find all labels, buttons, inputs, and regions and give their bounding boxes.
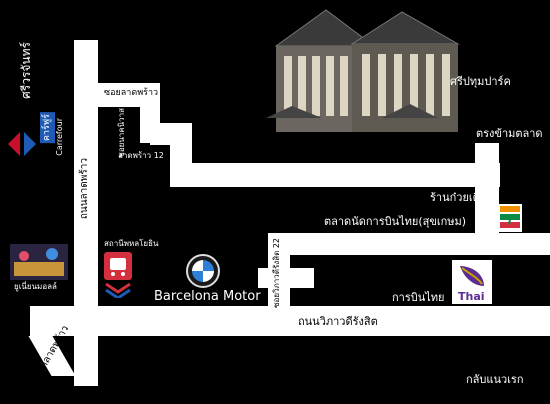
road-right-vertical xyxy=(475,143,499,243)
label-small: ลาดพร้าว 12 xyxy=(118,151,164,160)
road-middle-long xyxy=(268,233,550,255)
label-back-note: กลับแนวเรก xyxy=(466,373,524,386)
label-restaurant: ร้านก๋วยเตี๋ยว xyxy=(430,191,493,204)
thai-airways-logo-icon xyxy=(452,260,492,304)
label-thai-airways: การบินไทย xyxy=(392,291,445,304)
building-icon xyxy=(266,9,460,132)
label-sripat: ศรีปทุมปาร์ค xyxy=(450,75,511,88)
road-vibhavadi xyxy=(30,306,550,336)
union-mall-icon xyxy=(10,244,68,280)
label-vibhavadi-road: ถนนวิภาวดีรังสิต xyxy=(298,315,378,328)
label-tri-junction: ตรงข้ามตลาด xyxy=(476,127,543,140)
label-road-main-vertical: ถนนลาดพร้าว xyxy=(79,158,90,220)
svg-text:7: 7 xyxy=(506,211,514,227)
mrt-station-label: สถานีพหลโยธิน xyxy=(104,239,159,248)
thai-logo-text: Thai xyxy=(458,290,485,303)
mrt-logo-icon xyxy=(104,252,132,298)
road-bmw-stub xyxy=(258,268,314,288)
road-upper-long xyxy=(170,163,500,187)
carrefour-badge: คาร์ฟูร์ xyxy=(40,112,55,144)
carrefour-logo-icon xyxy=(8,130,36,172)
union-mall-label: ยูเนี่ยนมอลล์ xyxy=(14,282,57,291)
label-top-left-vertical: ศรีวรจันทร์ xyxy=(19,42,33,99)
label-market: ตลาดนัดการบินไทย(สุขเกษม) xyxy=(324,215,467,228)
label-soi-22: ซอยวิภาวดีรังสิต 22 xyxy=(272,238,281,308)
bmw-label: Barcelona Motor xyxy=(154,289,261,304)
seven-eleven-logo-icon: 7 xyxy=(498,204,522,232)
carrefour-text: Carrefour xyxy=(55,118,64,156)
bmw-logo-icon xyxy=(186,254,220,288)
label-soi-top: ซอยลาดพร้าว 12 xyxy=(104,88,173,98)
